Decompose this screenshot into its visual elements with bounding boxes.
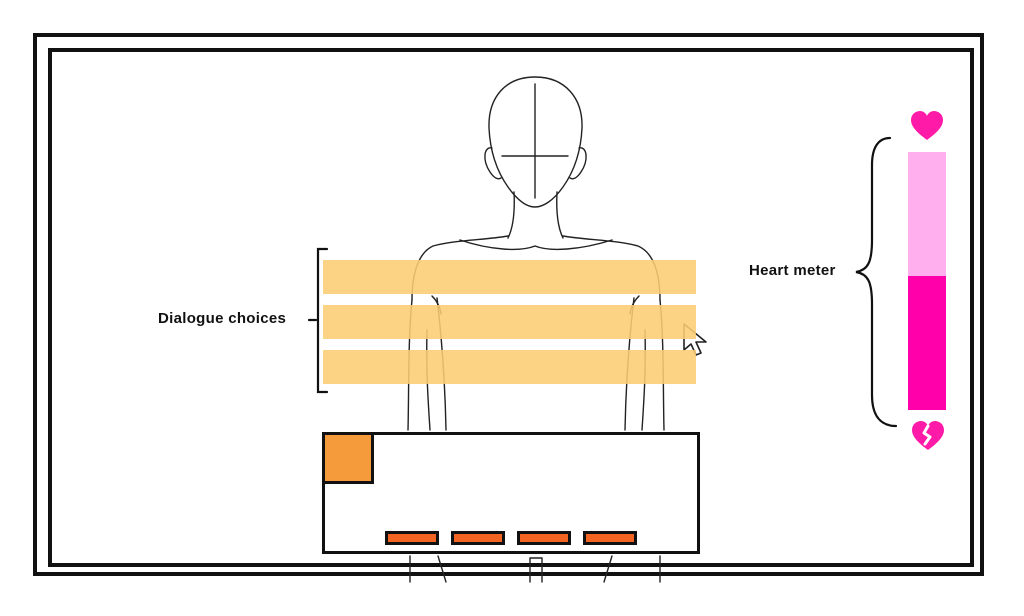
heart-meter-fill — [908, 275, 946, 410]
heart-meter — [908, 152, 946, 410]
dialogue-choices-annotation: Dialogue choices — [158, 310, 287, 327]
dialogue-box — [322, 432, 700, 554]
heart-meter-annotation: Heart meter — [749, 262, 836, 279]
dialogue-option-button-3[interactable] — [517, 531, 571, 545]
dialogue-choice-1[interactable] — [323, 260, 696, 294]
heart-icon — [911, 111, 943, 140]
dialogue-choice-2[interactable] — [323, 305, 696, 339]
dialogue-option-button-1[interactable] — [385, 531, 439, 545]
speaker-portrait — [322, 432, 374, 484]
dialogue-choice-3[interactable] — [323, 350, 696, 384]
broken-heart-icon — [912, 421, 944, 450]
dialogue-option-button-2[interactable] — [451, 531, 505, 545]
dialogue-option-button-4[interactable] — [583, 531, 637, 545]
